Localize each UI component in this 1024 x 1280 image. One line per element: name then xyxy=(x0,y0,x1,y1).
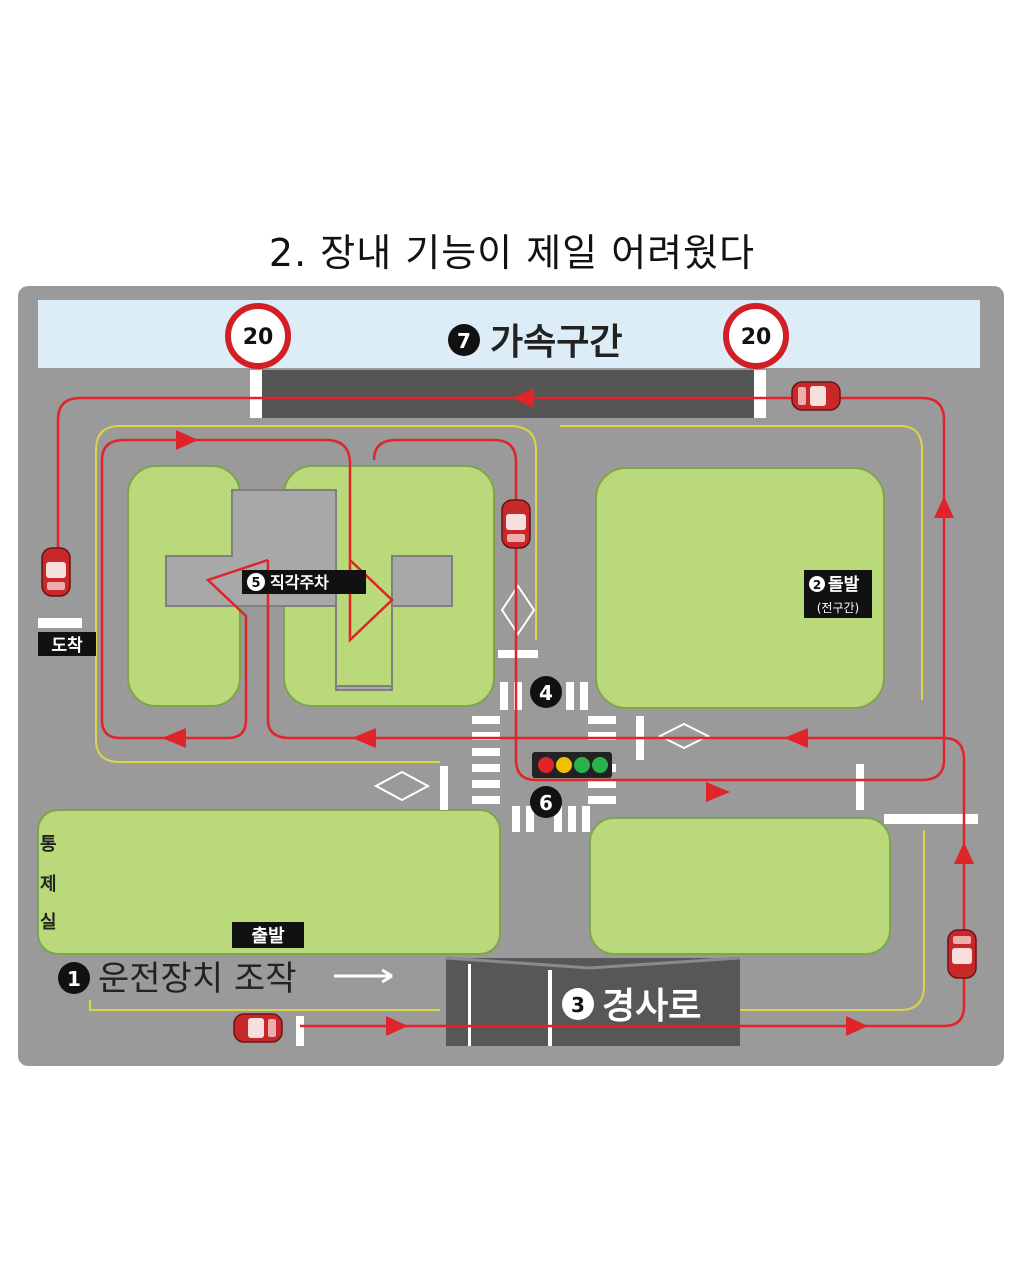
svg-text:운전장치 조작: 운전장치 조작 xyxy=(98,959,297,999)
svg-text:2: 2 xyxy=(813,578,821,592)
svg-text:실: 실 xyxy=(40,912,57,933)
start-label: 출발 xyxy=(232,922,304,948)
car-left xyxy=(41,547,71,597)
traffic-light xyxy=(532,752,612,778)
car-top-right xyxy=(791,381,841,411)
section-6-marker: 6 xyxy=(530,786,562,818)
car-middle xyxy=(501,499,531,549)
car-bottom-right xyxy=(947,929,977,979)
speed-limit-text: 20 xyxy=(741,325,772,350)
svg-text:3: 3 xyxy=(571,993,585,1017)
svg-text:1: 1 xyxy=(67,967,81,991)
svg-text:경사로: 경사로 xyxy=(602,986,701,1027)
route-arrows xyxy=(162,388,974,1036)
finish-label: 도착 xyxy=(38,632,96,656)
section-2-label: 2 돌발 (전구간) xyxy=(804,570,872,618)
acceleration-strip xyxy=(262,370,754,418)
svg-text:도착: 도착 xyxy=(51,636,83,656)
section-4-marker: 4 xyxy=(530,676,562,708)
speed-limit-text: 20 xyxy=(243,325,274,350)
section-1-label: 1 운전장치 조작 xyxy=(58,959,393,999)
svg-text:제: 제 xyxy=(40,874,57,895)
svg-text:5: 5 xyxy=(251,576,260,591)
svg-text:출발: 출발 xyxy=(251,926,285,947)
svg-text:돌발: 돌발 xyxy=(828,575,860,595)
speed-sign-right: 20 xyxy=(723,303,789,369)
page-title: 2. 장내 기능이 제일 어려웠다 xyxy=(268,231,756,275)
svg-text:통: 통 xyxy=(40,834,57,855)
control-room-label: 통 제 실 xyxy=(40,834,57,933)
car-start xyxy=(233,1013,283,1043)
acceleration-band xyxy=(38,300,980,368)
svg-text:(전구간): (전구간) xyxy=(817,601,859,615)
svg-text:4: 4 xyxy=(539,681,553,705)
section-5-label: 5 직각주차 xyxy=(242,570,366,594)
section-7-label: 7 가속구간 xyxy=(448,322,622,363)
svg-text:7: 7 xyxy=(457,329,471,353)
svg-text:6: 6 xyxy=(539,791,553,815)
lane-lines xyxy=(89,425,925,1011)
section-3-label: 3 경사로 xyxy=(562,986,701,1027)
driving-route xyxy=(56,396,966,1028)
speed-sign-left: 20 xyxy=(225,303,291,369)
svg-text:직각주차: 직각주차 xyxy=(270,573,329,592)
svg-text:가속구간: 가속구간 xyxy=(490,322,622,363)
diamond-markings xyxy=(373,584,711,802)
